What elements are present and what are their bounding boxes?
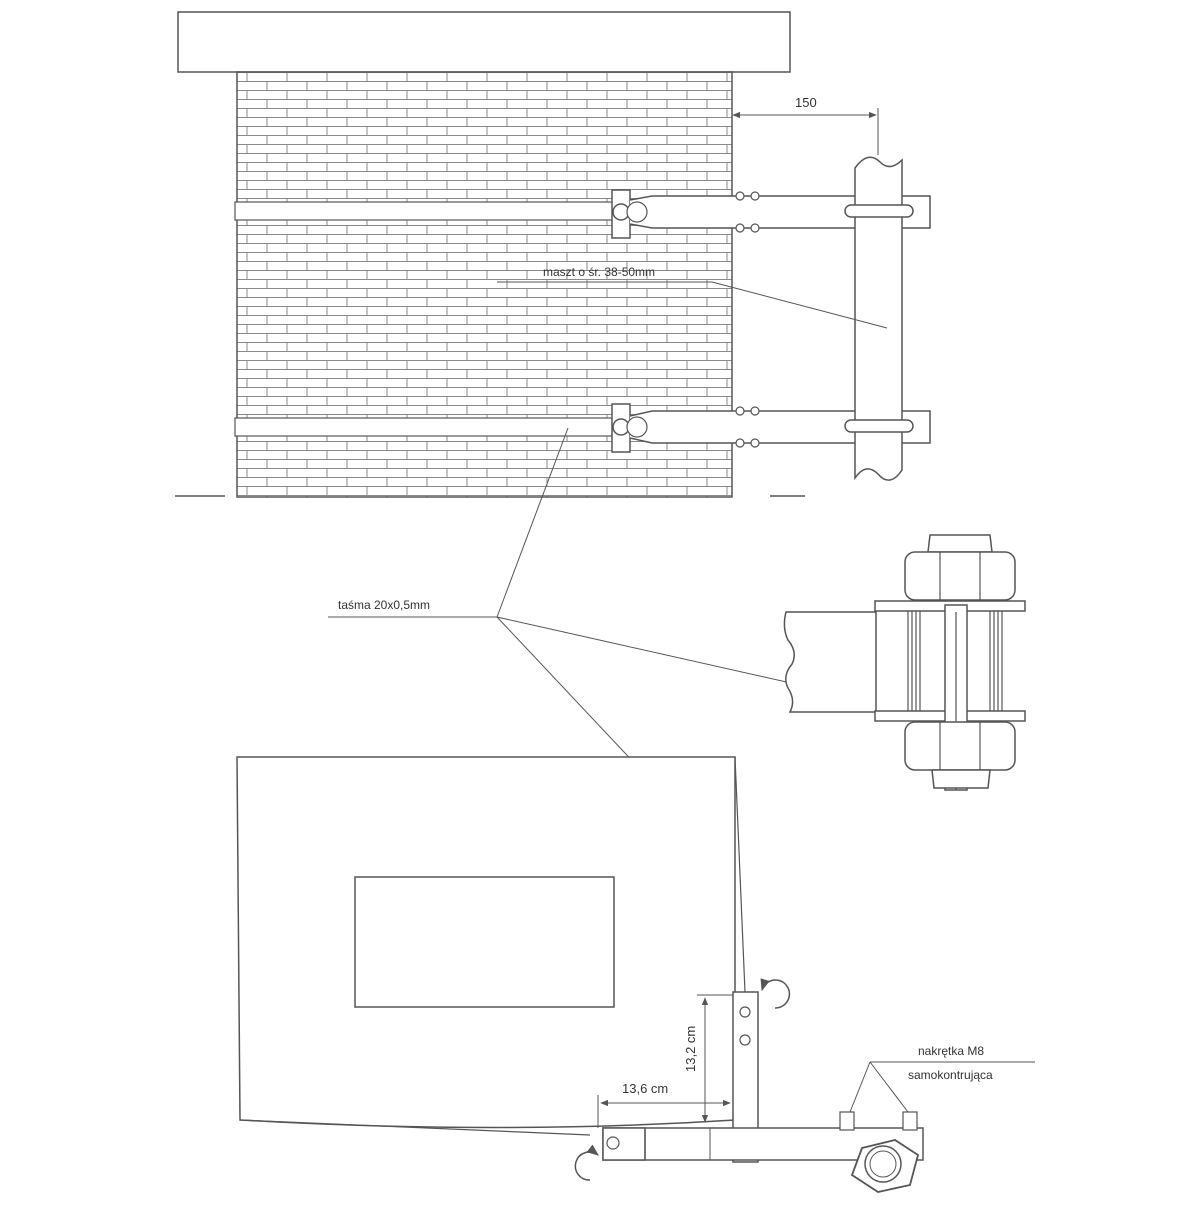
building-elevation (175, 11, 805, 498)
mast-pipe (844, 156, 914, 481)
dimension-13-2cm-label: 13,2 cm (683, 1026, 698, 1072)
dimension-13-6cm: 13,6 cm (597, 1081, 731, 1128)
mast-clamp-plan (839, 1111, 920, 1193)
nut-callout: nakrętka M8 samokontrująca (849, 1044, 1035, 1113)
nut-label-line2: samokontrująca (908, 1068, 993, 1082)
mast-label: maszt o śr. 38-50mm (543, 265, 655, 279)
tape-band-upper (234, 201, 616, 221)
tape-label: taśma 20x0,5mm (338, 598, 430, 612)
antenna-panel (236, 756, 746, 1136)
rotation-arrow-lower (574, 1144, 599, 1181)
dimension-150-label: 150 (795, 95, 817, 110)
nut-label-line1: nakrętka M8 (918, 1044, 984, 1058)
bolt-clamp-detail (783, 534, 1026, 791)
mast-callout: maszt o śr. 38-50mm (497, 265, 888, 329)
roof-slab (177, 11, 791, 73)
dimension-150: 150 (732, 95, 879, 155)
panel-window (354, 876, 615, 1008)
rotation-arrow-upper (760, 978, 791, 1009)
tape-band-lower (234, 417, 616, 437)
tape-callout: taśma 20x0,5mm (328, 427, 823, 871)
dimension-13-6cm-label: 13,6 cm (622, 1081, 668, 1096)
